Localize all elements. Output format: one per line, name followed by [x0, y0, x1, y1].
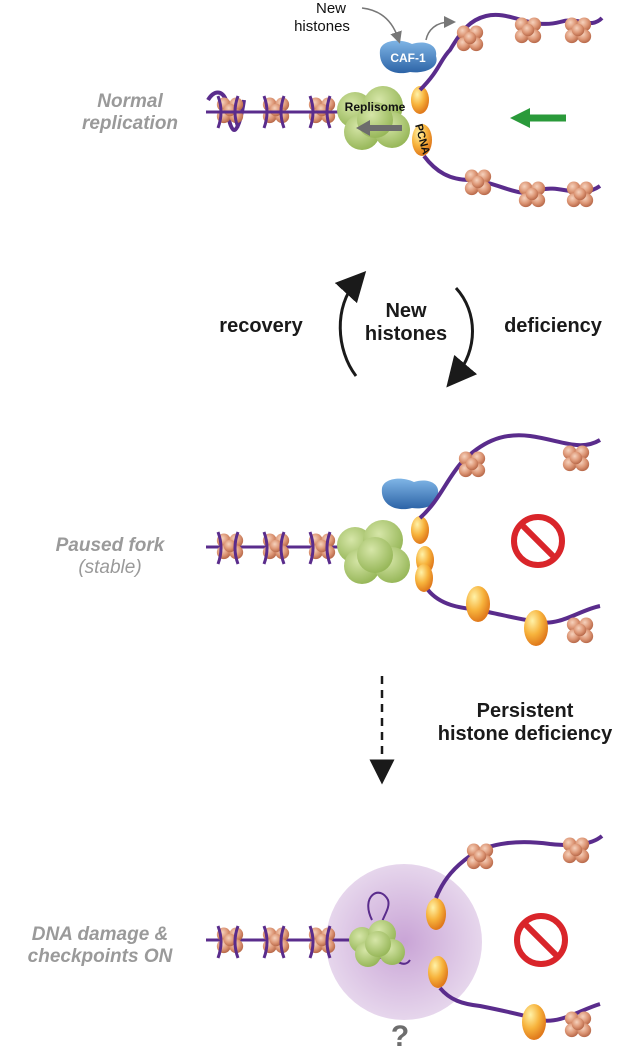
- pcna-clamp: [522, 1004, 546, 1040]
- nucleosome-icon: [562, 837, 590, 864]
- pcna-clamp: [411, 516, 429, 544]
- lower-daughter-strand: [438, 986, 601, 1040]
- lower-daughter-strand: [426, 586, 601, 646]
- new-histones-label-line1: New: [316, 0, 346, 17]
- nucleosome-icon: [566, 617, 594, 644]
- upper-daughter-strand: [434, 834, 604, 899]
- label-line: replication: [81, 112, 179, 134]
- pcna-clamp: [412, 124, 432, 156]
- pcna-clamp: [466, 586, 490, 622]
- no-sign-icon: [511, 514, 565, 568]
- panel-paused-fork: [206, 433, 602, 646]
- label-line: Normal: [97, 91, 163, 112]
- nucleosome-icon: [566, 181, 594, 208]
- histone-flow-arrow-icon: [361, 7, 402, 44]
- dna-damage-label: DNA damage & checkpoints ON: [0, 924, 200, 968]
- paused-fork-label: Paused fork (stable): [20, 535, 200, 579]
- label-line: histones: [364, 323, 448, 345]
- pcna-clamp: [428, 956, 448, 988]
- replisome: Replisome: [337, 86, 410, 150]
- replisome-label: Replisome: [345, 100, 406, 114]
- caf1-complex: [381, 478, 439, 510]
- deficiency-label: deficiency: [504, 315, 602, 337]
- upper-daughter-strand: [418, 433, 602, 520]
- new-histones-label-line2: histones: [294, 18, 350, 35]
- parental-chromatin: [206, 925, 352, 959]
- deficiency-arrow-icon: [446, 286, 478, 388]
- label-line: (stable): [78, 556, 142, 578]
- label-line: checkpoints ON: [27, 945, 173, 967]
- recovery-arrow-icon: [334, 270, 367, 377]
- replisome: [349, 920, 405, 967]
- parental-chromatin: [206, 90, 350, 132]
- nucleosome-icon: [466, 843, 494, 870]
- panel-normal-replication: Replisome PCNA CAF-1 New histones: [206, 0, 604, 208]
- pcna-clamp: [411, 86, 429, 114]
- caf1-label: CAF-1: [390, 51, 426, 65]
- panel-dna-damage: ?: [206, 834, 604, 1053]
- pcna-clamp: [415, 564, 433, 592]
- lower-daughter-strand: [422, 154, 602, 208]
- new-histones-center-label: New histones: [344, 300, 468, 346]
- label-line: Paused fork: [55, 535, 165, 556]
- nucleosome-icon: [518, 181, 546, 208]
- no-sign-icon: [514, 913, 568, 967]
- label-line: Persistent: [476, 700, 574, 722]
- label-line: New: [385, 300, 427, 322]
- normal-replication-label: Normal replication: [60, 91, 200, 135]
- parental-chromatin: [206, 531, 350, 565]
- replisome: [337, 520, 410, 584]
- label-line: histone deficiency: [437, 723, 613, 745]
- persistent-deficiency-label: Persistent histone deficiency: [420, 700, 627, 746]
- nucleosome-icon: [564, 1011, 592, 1038]
- unknown-mechanism-question-mark: ?: [391, 1020, 409, 1052]
- pcna-clamp: [524, 610, 548, 646]
- histone-deposit-arrow-icon: [425, 16, 456, 41]
- nucleosome-icon: [464, 169, 492, 196]
- recovery-deficiency-cycle: [334, 270, 478, 388]
- recovery-label: recovery: [219, 315, 303, 337]
- caf1-complex: CAF-1: [379, 40, 437, 74]
- upper-daughter-strand: [418, 12, 604, 92]
- nucleosome-icon: [456, 25, 484, 52]
- pcna-clamp: [426, 898, 446, 930]
- label-line: DNA damage &: [31, 924, 169, 945]
- nucleosome-icon: [562, 445, 590, 472]
